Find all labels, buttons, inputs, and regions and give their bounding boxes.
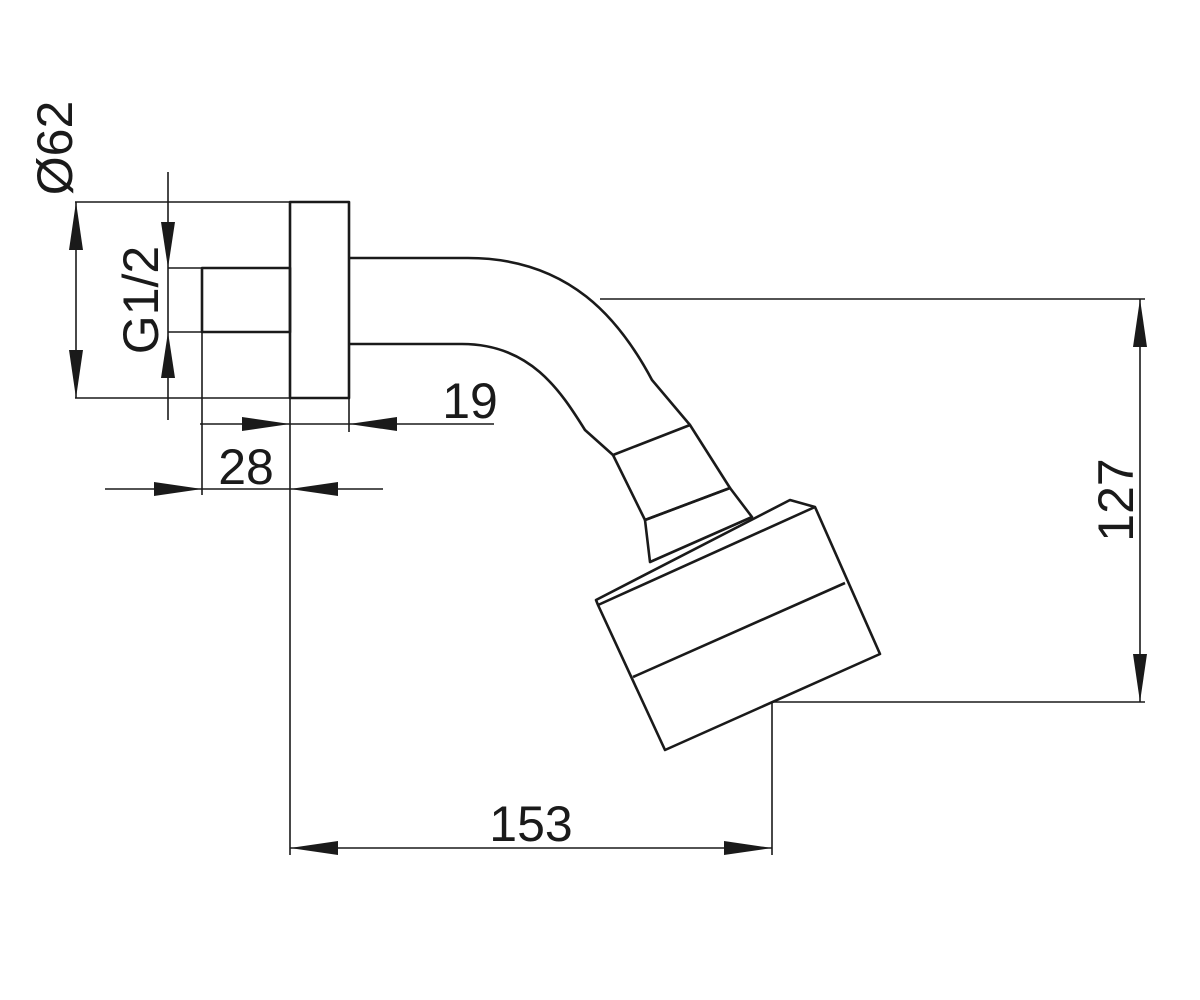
arrow-height-bottom <box>1133 654 1147 702</box>
dimension-thread-length: 28 <box>105 332 383 496</box>
shower-head-top-line <box>597 505 816 607</box>
label-reach: 153 <box>489 796 572 852</box>
label-height: 127 <box>1088 458 1144 541</box>
dimension-diameter: Ø62 <box>27 101 290 399</box>
arrow-thread-length-right <box>290 482 338 496</box>
label-flange-depth: 19 <box>442 373 498 429</box>
shower-head-band-line <box>632 581 846 679</box>
label-thread-length: 28 <box>218 439 274 495</box>
arrow-flange-depth-right <box>349 417 397 431</box>
shower-arm-upper-edge <box>349 256 691 426</box>
arm-joint-ring <box>611 423 732 522</box>
arrow-diameter-bottom <box>69 350 83 398</box>
arrow-thread-top <box>161 222 175 268</box>
product-outline <box>200 200 882 752</box>
dimension-height: 127 <box>600 298 1147 703</box>
dimension-flange-depth: 19 <box>200 362 498 432</box>
dimension-thread: G1/2 <box>113 172 202 420</box>
arrow-diameter-top <box>69 202 83 250</box>
arrow-thread-bottom <box>161 332 175 378</box>
wall-flange <box>288 200 351 400</box>
arrow-height-top <box>1133 299 1147 347</box>
label-diameter: Ø62 <box>27 101 83 196</box>
arrow-flange-depth-left <box>242 417 290 431</box>
shower-arm-lower-edge <box>349 342 614 456</box>
arrow-reach-right <box>724 841 772 855</box>
arrow-thread-length-left <box>154 482 202 496</box>
shower-head-body <box>594 498 882 752</box>
arrow-reach-left <box>290 841 338 855</box>
label-thread: G1/2 <box>113 246 169 354</box>
dimension-reach: 153 <box>289 495 773 855</box>
ball-joint-collar <box>643 486 754 564</box>
thread-connector <box>200 266 292 334</box>
